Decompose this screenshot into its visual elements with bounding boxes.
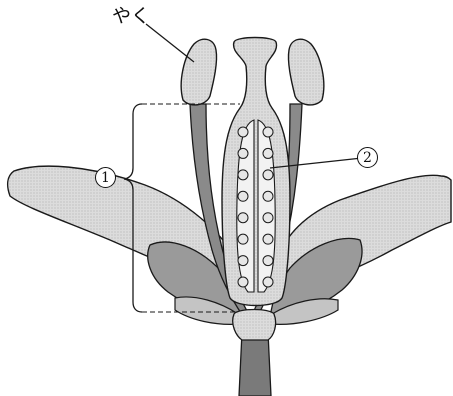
ovule [238, 191, 248, 201]
ovule [263, 127, 273, 137]
anther-left [181, 39, 216, 105]
ovule [238, 234, 248, 244]
ovule [238, 213, 248, 223]
ovule [263, 277, 273, 287]
ovule [263, 234, 273, 244]
ovule [263, 170, 273, 180]
marker-1-label: 1 [95, 167, 116, 188]
ovule [238, 127, 248, 137]
ovule [238, 148, 248, 158]
marker-2-label: 2 [357, 147, 378, 168]
ovule [263, 148, 273, 158]
anther-label: やく [112, 7, 150, 26]
receptacle [233, 310, 276, 341]
ovule [263, 213, 273, 223]
ovule [238, 256, 248, 266]
pistil [222, 38, 290, 306]
leader-line-anther [146, 24, 194, 62]
ovule [263, 256, 273, 266]
ovule [238, 170, 248, 180]
stem [239, 332, 271, 396]
anther-right [288, 39, 323, 105]
ovule [238, 277, 248, 287]
ovule [263, 191, 273, 201]
